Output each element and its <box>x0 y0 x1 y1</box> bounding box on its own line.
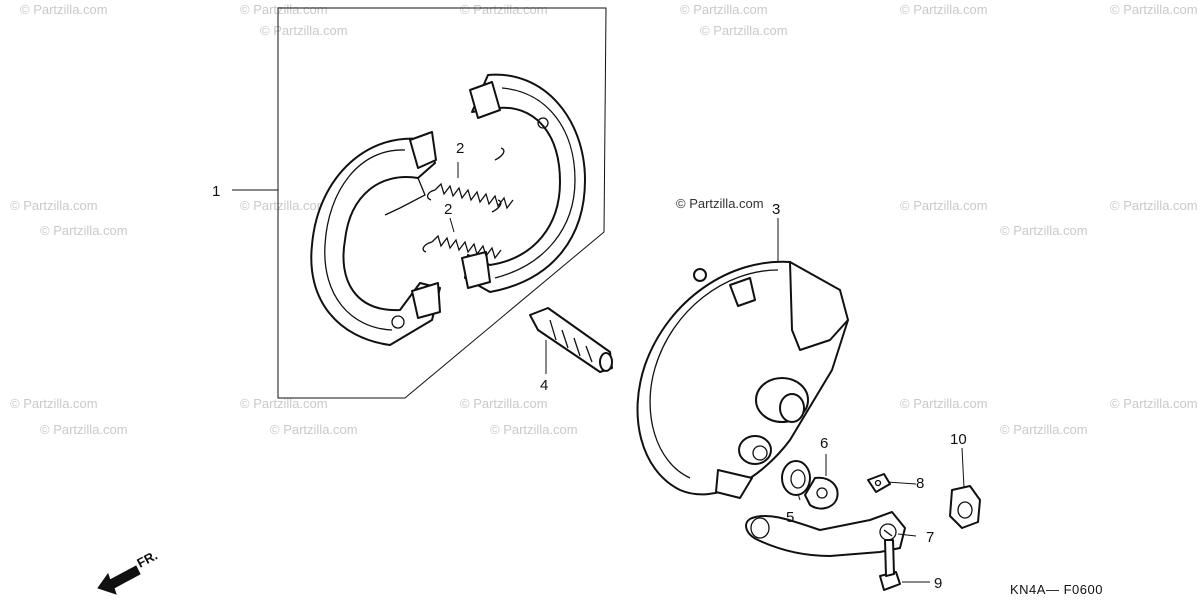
front-arrow-icon <box>97 565 141 595</box>
watermark: © Partzilla.com <box>700 23 788 38</box>
brake-shoe-right <box>461 73 586 293</box>
callout-6: 6 <box>820 435 828 452</box>
watermark: © Partzilla.com <box>20 2 108 17</box>
watermark: © Partzilla.com <box>900 396 988 411</box>
leader-lines <box>232 162 965 583</box>
watermark: © Partzilla.com <box>10 198 98 213</box>
watermark: © Partzilla.com <box>260 23 348 38</box>
front-direction-marker: FR. <box>97 548 160 595</box>
callout-4: 4 <box>540 377 548 394</box>
callout-2b: 2 <box>444 201 452 218</box>
watermark-highlight: © Partzilla.com <box>676 196 764 211</box>
callout-labels: 1 2 2 3 4 5 6 7 8 9 10 <box>212 140 967 592</box>
brake-arm <box>745 511 906 557</box>
watermark: © Partzilla.com <box>1000 422 1088 437</box>
callout-3: 3 <box>772 201 780 218</box>
front-label: FR. <box>134 548 160 571</box>
callout-5: 5 <box>786 509 794 526</box>
brake-panel <box>636 260 849 499</box>
watermark: © Partzilla.com <box>240 396 328 411</box>
nut <box>949 485 981 529</box>
watermark: © Partzilla.com <box>1110 396 1198 411</box>
spring-upper <box>426 147 514 210</box>
watermark: © Partzilla.com <box>270 422 358 437</box>
callout-10: 10 <box>950 431 967 448</box>
washer <box>781 460 811 496</box>
watermark: © Partzilla.com <box>460 396 548 411</box>
watermark: © Partzilla.com <box>40 223 128 238</box>
watermark: © Partzilla.com <box>1000 223 1088 238</box>
callout-9: 9 <box>934 575 942 592</box>
spring-lower <box>422 199 502 260</box>
watermark: © Partzilla.com <box>1110 198 1198 213</box>
clip <box>867 473 891 493</box>
callout-2a: 2 <box>456 140 464 157</box>
watermark: © Partzilla.com <box>680 2 768 17</box>
watermark: © Partzilla.com <box>240 2 328 17</box>
callout-8: 8 <box>916 475 924 492</box>
watermark: © Partzilla.com <box>900 198 988 213</box>
diagram-code: KN4A— F0600 <box>1010 582 1103 597</box>
watermark-layer: © Partzilla.com © Partzilla.com © Partzi… <box>10 2 1198 437</box>
watermark: © Partzilla.com <box>10 396 98 411</box>
callout-1: 1 <box>212 183 220 200</box>
brake-cam <box>529 307 613 373</box>
assembly-boundary <box>277 7 607 399</box>
callout-7: 7 <box>926 529 934 546</box>
watermark: © Partzilla.com <box>40 422 128 437</box>
wear-indicator-plate <box>804 476 839 510</box>
watermark: © Partzilla.com <box>900 2 988 17</box>
bolt <box>879 539 901 591</box>
watermark: © Partzilla.com <box>1110 2 1198 17</box>
brake-shoe-left <box>310 131 441 346</box>
watermark: © Partzilla.com <box>240 198 328 213</box>
watermark: © Partzilla.com <box>460 2 548 17</box>
watermark: © Partzilla.com <box>490 422 578 437</box>
